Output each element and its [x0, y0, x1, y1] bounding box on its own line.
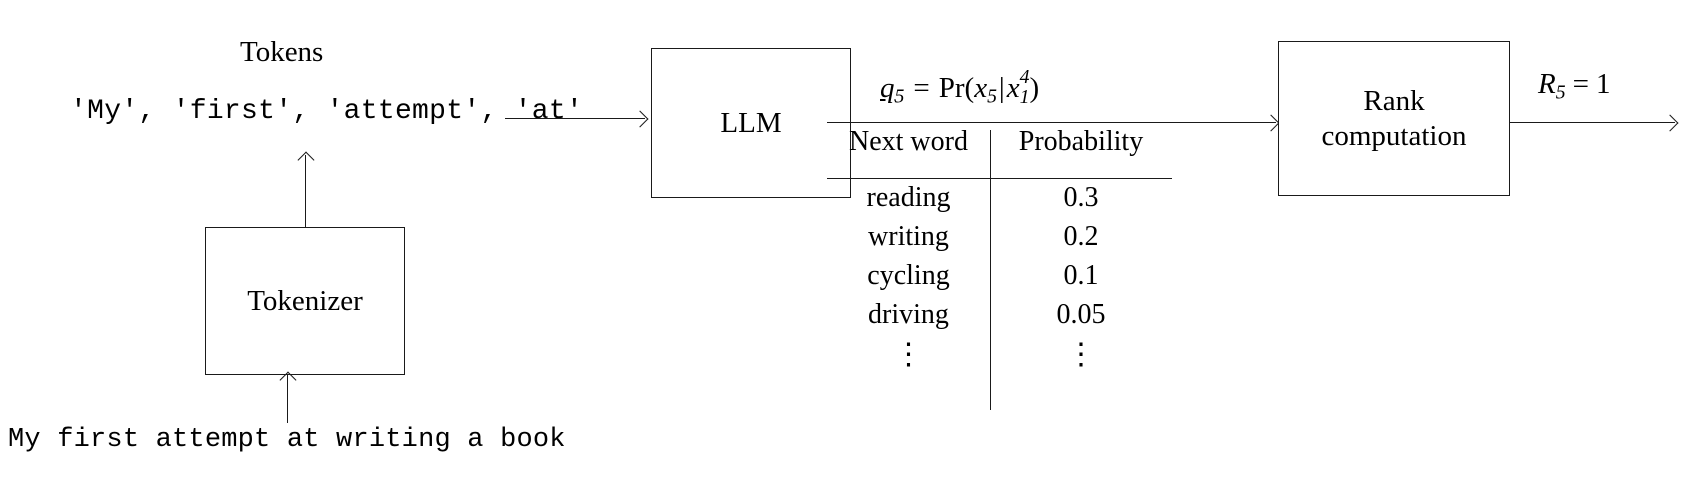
table-row: reading	[866, 182, 951, 213]
table-row: cycling	[867, 260, 950, 291]
formula-q-symbol: q	[880, 71, 895, 104]
formula-conditional-bar: |	[998, 71, 1005, 104]
formula-pr-operator: Pr	[938, 71, 965, 104]
formula-x-symbol: x	[974, 71, 988, 104]
rank-computation-label-line2: computation	[1321, 119, 1467, 152]
table-continuation-dots: ⋮	[893, 338, 924, 371]
rank-computation-label-line1: Rank	[1363, 85, 1425, 118]
table-top-rule	[827, 122, 1172, 123]
formula-x2-symbol: x	[1006, 71, 1020, 104]
output-r-subscript: 5	[1555, 81, 1566, 104]
table-header-next-word: Next word	[827, 128, 990, 167]
table-continuation-dots: ⋮	[1066, 338, 1096, 371]
rank-output-label: R5 =1	[1538, 68, 1610, 105]
table-row: 0.05	[1056, 299, 1106, 330]
output-r-symbol: R	[1538, 68, 1556, 100]
table-row: 0.3	[1063, 182, 1099, 213]
table-row: 0.1	[1063, 260, 1099, 291]
formula-open-paren: (	[964, 71, 975, 104]
next-word-probability-table: Next word Probability reading writing cy…	[827, 128, 1172, 418]
rank-computation-box[interactable]: Rank computation	[1278, 41, 1510, 196]
formula-q-subscript: 5	[894, 85, 905, 108]
llm-box[interactable]: LLM	[651, 48, 851, 198]
formula-x2-superscript: 4	[1019, 66, 1030, 88]
tokens-caption: Tokens	[240, 36, 324, 68]
output-value: 1	[1595, 68, 1611, 100]
arrow-input-to-tokenizer	[287, 375, 288, 423]
tokenizer-box-label: Tokenizer	[247, 284, 363, 317]
formula-equals: =	[913, 71, 930, 104]
formula-x2-subscript: 1	[1019, 85, 1030, 108]
table-row: writing	[868, 221, 949, 252]
table-column-divider	[990, 130, 991, 410]
tokenizer-box[interactable]: Tokenizer	[205, 227, 405, 375]
table-row: 0.2	[1063, 221, 1099, 252]
formula-close-paren: )	[1029, 71, 1040, 104]
output-equals: =	[1572, 68, 1589, 100]
token-list: ′My′, ′first′, ′attempt′, ′at′	[70, 96, 584, 127]
table-header-rule	[827, 178, 1172, 179]
table-header-probability: Probability	[990, 128, 1172, 167]
arrow-tokenizer-to-tokens	[305, 155, 306, 227]
table-column-probabilities: 0.3 0.2 0.1 0.05 ⋮	[990, 184, 1172, 379]
table-header-cell: Next word	[849, 126, 968, 157]
llm-box-label: LLM	[720, 106, 782, 139]
input-sentence: My first attempt at writing a book	[8, 425, 566, 455]
table-column-words: reading writing cycling driving ⋮	[827, 184, 990, 379]
arrow-rank-output	[1510, 122, 1675, 123]
arrow-tokens-to-llm	[505, 118, 645, 119]
table-header-cell: Probability	[1018, 126, 1144, 157]
formula-x-subscript: 5	[987, 85, 997, 108]
table-row: driving	[868, 299, 949, 330]
